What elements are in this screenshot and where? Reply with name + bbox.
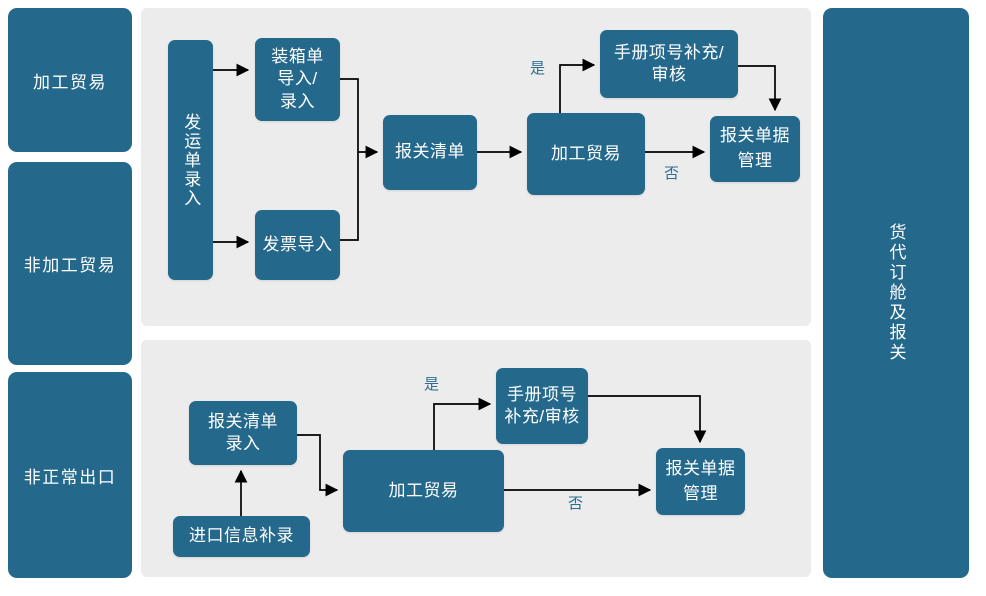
node-label: 发运单录入 [181, 112, 201, 208]
node-manual-item-review-top[interactable]: 手册项号补充/ 审核 [600, 30, 738, 98]
node-label: 报关单据管理 [720, 126, 790, 170]
node-shipping-order-entry[interactable]: 发运单录入 [168, 40, 213, 280]
node-label: 手册项号补充/ 审核 [613, 42, 725, 84]
node-processing-trade-top[interactable]: 加工贸易 [527, 113, 645, 195]
rail-item-label: 非加工贸易 [23, 256, 117, 275]
node-customs-list-entry[interactable]: 报关清单 录入 [189, 401, 297, 465]
rail-item-non-processing-trade[interactable]: 非加工贸易 [8, 162, 132, 365]
node-customs-doc-mgmt-top[interactable]: 报关单据管理 [710, 116, 800, 182]
node-label: 发票导入 [262, 234, 333, 254]
node-label: 手册项号 补充/审核 [504, 384, 580, 426]
node-customs-list[interactable]: 报关清单 [383, 115, 477, 190]
branch-label-text: 是 [530, 60, 547, 77]
branch-label-yes-top: 是 [530, 57, 546, 78]
rail-item-abnormal-export[interactable]: 非正常出口 [8, 372, 132, 578]
branch-label-no-bottom: 否 [568, 492, 584, 513]
node-label: 报关清单 录入 [208, 411, 278, 453]
branch-label-text: 否 [664, 165, 681, 182]
branch-label-text: 否 [568, 495, 585, 512]
node-label: 加工贸易 [388, 480, 459, 500]
node-label: 报关清单 [395, 142, 465, 162]
branch-label-text: 是 [424, 376, 441, 393]
node-processing-trade-bottom[interactable]: 加工贸易 [343, 450, 504, 532]
node-customs-doc-mgmt-bottom[interactable]: 报关单据 管理 [656, 448, 745, 515]
node-label: 加工贸易 [551, 143, 621, 163]
node-import-info-supplement[interactable]: 进口信息补录 [173, 516, 310, 557]
right-rail-forwarding-booking-customs[interactable]: 货代订舱及报关 [823, 8, 969, 578]
rail-item-processing-trade[interactable]: 加工贸易 [8, 8, 132, 152]
node-label: 装箱单 导入/ 录入 [271, 46, 324, 111]
node-label: 报关单据 管理 [665, 458, 736, 503]
node-label: 进口信息补录 [189, 526, 294, 546]
node-manual-item-review-bottom[interactable]: 手册项号 补充/审核 [496, 368, 588, 444]
node-packing-list-import[interactable]: 装箱单 导入/ 录入 [255, 38, 340, 121]
rail-item-label: 加工贸易 [33, 72, 107, 92]
rail-item-label: 非正常出口 [23, 467, 117, 487]
node-invoice-import[interactable]: 发票导入 [255, 210, 340, 280]
branch-label-yes-bottom: 是 [424, 373, 440, 394]
branch-label-no-top: 否 [664, 162, 680, 183]
right-rail-label: 货代订舱及报关 [886, 223, 906, 363]
